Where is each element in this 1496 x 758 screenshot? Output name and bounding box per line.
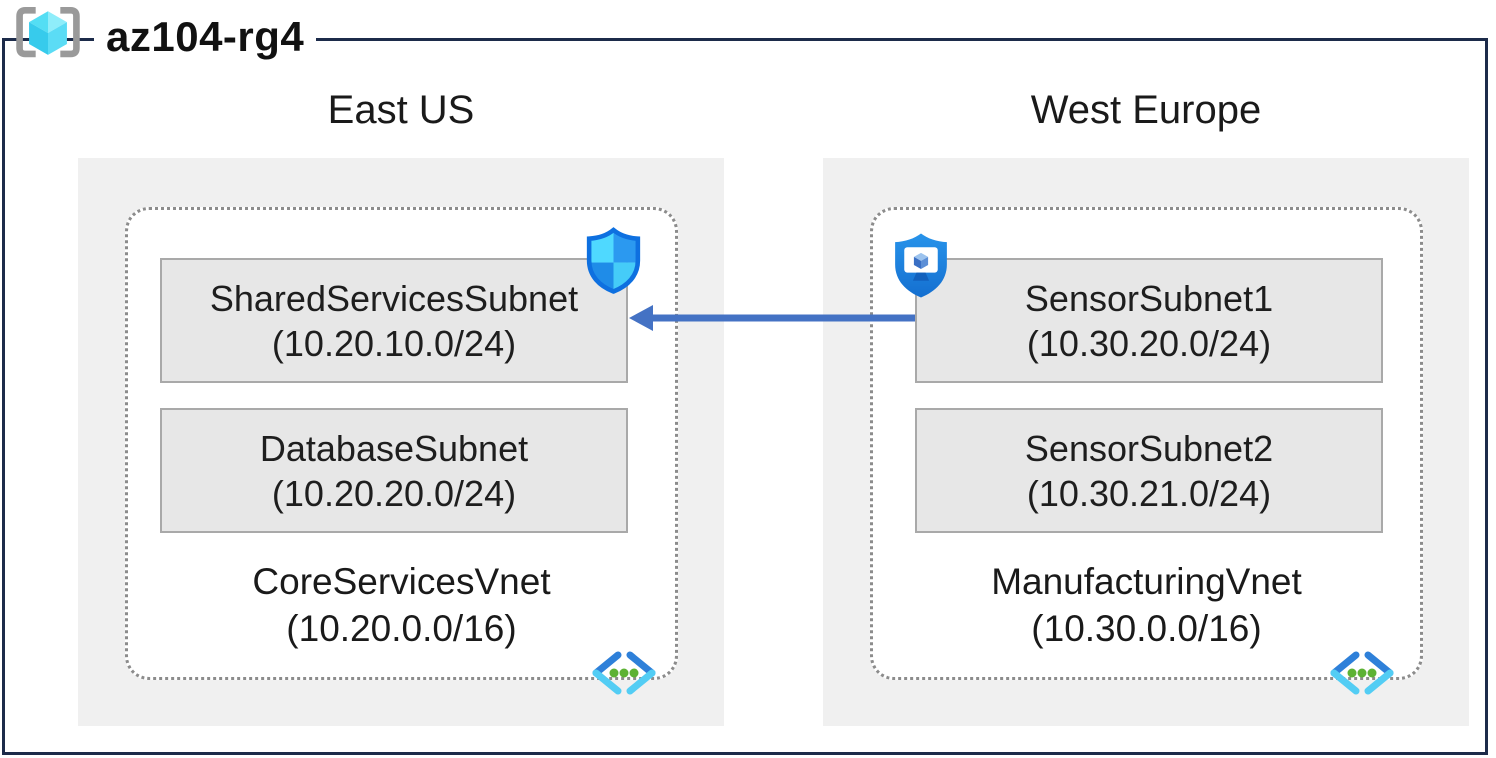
subnet-cidr: (10.30.21.0/24) — [1026, 472, 1272, 514]
region-title-west-europe: West Europe — [1030, 88, 1262, 132]
vnet-name: ManufacturingVnet — [991, 561, 1302, 602]
region-title-east-us: East US — [327, 88, 475, 132]
resource-group-frame — [2, 38, 1488, 755]
virtual-network-icon — [588, 650, 660, 696]
peering-arrow — [627, 302, 917, 334]
device-security-shield-icon — [892, 231, 950, 300]
subnet-name: SensorSubnet1 — [1024, 277, 1274, 319]
vnet-label-coreservicesvnet: CoreServicesVnet (10.20.0.0/16) — [125, 558, 678, 652]
vnet-name: CoreServicesVnet — [252, 561, 551, 602]
subnet-sensorsubnet1: SensorSubnet1 (10.30.20.0/24) — [915, 258, 1383, 383]
vnet-cidr: (10.20.0.0/16) — [286, 608, 517, 649]
resource-group-title: az104-rg4 — [94, 11, 317, 63]
subnet-sensorsubnet2: SensorSubnet2 (10.30.21.0/24) — [915, 408, 1383, 533]
subnet-databasesubnet: DatabaseSubnet (10.20.20.0/24) — [160, 408, 628, 533]
subnet-name: SensorSubnet2 — [1024, 427, 1274, 469]
subnet-name: DatabaseSubnet — [259, 427, 529, 469]
virtual-network-icon — [1326, 650, 1398, 696]
vnet-cidr: (10.30.0.0/16) — [1031, 608, 1262, 649]
subnet-cidr: (10.30.20.0/24) — [1026, 322, 1272, 364]
vnet-label-manufacturingvnet: ManufacturingVnet (10.30.0.0/16) — [870, 558, 1423, 652]
subnet-cidr: (10.20.10.0/24) — [271, 322, 517, 364]
subnet-sharedservicessubnet: SharedServicesSubnet (10.20.10.0/24) — [160, 258, 628, 383]
subnet-cidr: (10.20.20.0/24) — [271, 472, 517, 514]
subnet-name: SharedServicesSubnet — [209, 277, 579, 319]
defender-shield-icon — [585, 227, 642, 294]
resource-group-icon — [12, 5, 84, 63]
